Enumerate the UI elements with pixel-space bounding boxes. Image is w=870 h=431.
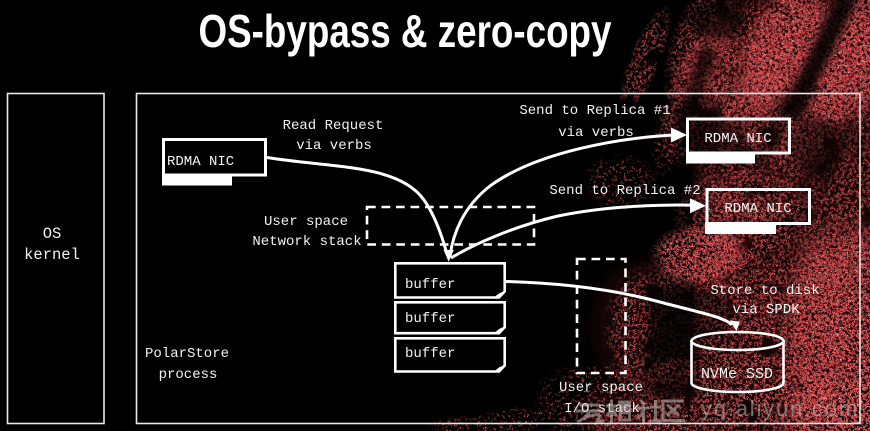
svg-text:NVMe SSD: NVMe SSD	[701, 366, 773, 383]
svg-text:buffer: buffer	[405, 277, 455, 293]
svg-text:buffer: buffer	[405, 311, 455, 327]
svg-text:Send to Replica #2: Send to Replica #2	[549, 183, 700, 199]
svg-text:via verbs: via verbs	[296, 138, 372, 154]
svg-text:Send to Replica #1: Send to Replica #1	[519, 103, 670, 119]
svg-text:buffer: buffer	[405, 346, 455, 362]
svg-text:Read Request: Read Request	[283, 118, 384, 134]
svg-text:PolarStore: PolarStore	[145, 346, 229, 362]
svg-text:via SPDK: via SPDK	[732, 302, 800, 318]
svg-text:kernel: kernel	[24, 246, 80, 264]
svg-text:User space: User space	[559, 380, 643, 396]
svg-text:RDMA NIC: RDMA NIC	[704, 131, 771, 147]
svg-text:Store to disk: Store to disk	[710, 283, 819, 299]
svg-text:OS-bypass & zero-copy: OS-bypass & zero-copy	[199, 5, 612, 57]
svg-text:OS: OS	[43, 225, 62, 243]
svg-text:RDMA NIC: RDMA NIC	[724, 201, 791, 217]
svg-text:RDMA NIC: RDMA NIC	[167, 154, 234, 170]
svg-text:User space: User space	[264, 214, 348, 230]
svg-text:Network stack: Network stack	[252, 234, 361, 250]
svg-text:via verbs: via verbs	[558, 125, 634, 141]
svg-text:yq.aliyun.com: yq.aliyun.com	[701, 396, 859, 421]
svg-text:process: process	[159, 367, 218, 383]
